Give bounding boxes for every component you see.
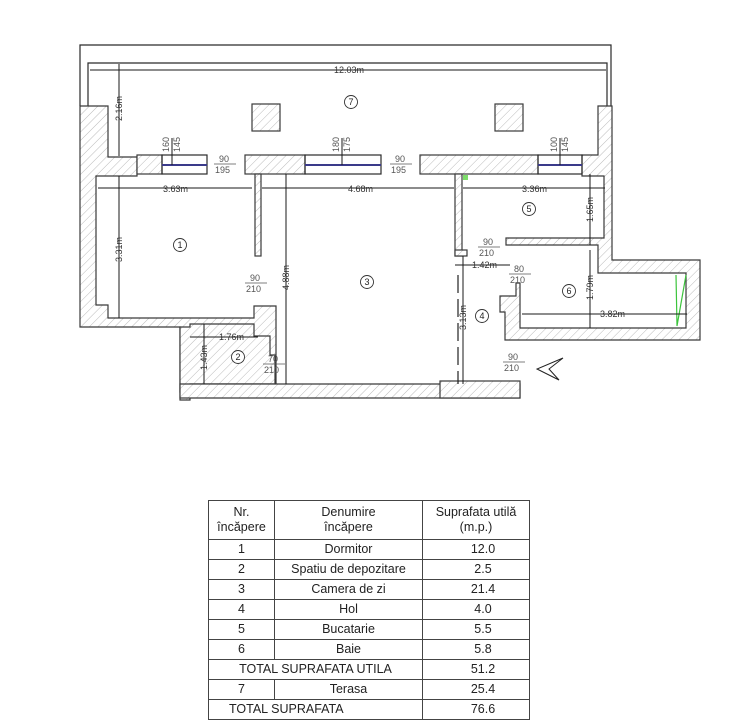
dim-room2-height: 1.43m: [199, 345, 209, 370]
dim-room1-height: 3.31m: [114, 237, 124, 262]
dim-total-width: 12.03m: [334, 65, 364, 75]
svg-text:210: 210: [504, 363, 519, 373]
room-marker-1: 1: [173, 238, 187, 252]
svg-text:210: 210: [264, 365, 279, 375]
wall-right-upper: [499, 105, 701, 341]
svg-text:210: 210: [479, 248, 494, 258]
room-marker-2: 2: [231, 350, 245, 364]
wall-bottom-right: [439, 380, 521, 399]
partition-1-3: [254, 173, 262, 257]
wall-front-c: [419, 154, 539, 175]
dim-room6-height: 1.79m: [585, 275, 595, 300]
door-label-4: 70 210: [263, 354, 285, 375]
svg-text:1: 1: [177, 240, 182, 250]
door-label-6: 80 210: [509, 264, 531, 285]
window-2: [304, 154, 382, 175]
wall-front-b: [244, 154, 306, 175]
floor-plan: 12.03m 2.16m 3.63m 3.31m 4.68m 4.88m 3.3…: [79, 44, 701, 401]
svg-text:90: 90: [483, 237, 493, 247]
dim-terrace-depth: 2.16m: [114, 96, 124, 121]
dim-hall-height: 3.13m: [458, 305, 468, 330]
room-marker-6: 6: [562, 284, 576, 298]
svg-text:195: 195: [215, 165, 230, 175]
svg-text:145: 145: [560, 137, 570, 152]
svg-text:3: 3: [364, 277, 369, 287]
partition-4-hall-stub: [454, 249, 468, 257]
dim-room5-width: 3.36m: [522, 184, 547, 194]
svg-text:7: 7: [348, 97, 353, 107]
svg-text:70: 70: [268, 354, 278, 364]
bath-window: [675, 274, 687, 327]
svg-text:4: 4: [479, 311, 484, 321]
door-label-3: 90 210: [245, 273, 267, 294]
svg-text:175: 175: [342, 137, 352, 152]
marker-green: [463, 175, 468, 180]
dim-room2-width: 1.76m: [219, 332, 244, 342]
window-label-2: 180 175: [331, 137, 352, 165]
svg-text:195: 195: [391, 165, 406, 175]
svg-text:90: 90: [250, 273, 260, 283]
dim-hall-width: 1.42m: [472, 260, 497, 270]
svg-text:210: 210: [246, 284, 261, 294]
svg-text:210: 210: [510, 275, 525, 285]
dim-room3-height: 4.88m: [281, 265, 291, 290]
room-marker-7: 7: [344, 95, 358, 109]
room-marker-4: 4: [475, 309, 489, 323]
svg-text:145: 145: [172, 137, 182, 152]
header-nr: Nr.încăpere: [208, 500, 275, 540]
door-label-1: 90 195: [214, 154, 236, 175]
room-marker-3: 3: [360, 275, 374, 289]
svg-text:5: 5: [526, 204, 531, 214]
room-marker-5: 5: [522, 202, 536, 216]
partition-3-4: [454, 173, 463, 257]
dim-room5-height: 1.65m: [585, 197, 595, 222]
dim-room1-width: 3.63m: [163, 184, 188, 194]
svg-text:100: 100: [549, 137, 559, 152]
entry-arrow-icon: [535, 357, 564, 381]
door-label-2: 90 195: [390, 154, 412, 175]
svg-text:90: 90: [395, 154, 405, 164]
window-label-1: 160 145: [161, 137, 182, 165]
svg-text:90: 90: [219, 154, 229, 164]
terrace-outline: [79, 44, 612, 106]
header-area: Suprafata utilă(m.p.): [422, 500, 530, 540]
window-label-3: 100 145: [549, 137, 570, 165]
svg-text:160: 160: [161, 137, 171, 152]
svg-text:90: 90: [508, 352, 518, 362]
wall-front-a: [136, 154, 163, 175]
door-label-5: 90 210: [478, 237, 500, 258]
column-right: [494, 103, 524, 132]
column-left: [251, 103, 281, 132]
svg-text:6: 6: [566, 286, 571, 296]
dim-room3-width: 4.68m: [348, 184, 373, 194]
dimension-lines: [90, 64, 687, 384]
door-label-7: 90 210: [503, 352, 525, 373]
window-1: [161, 154, 208, 175]
dim-room6-width: 3.82m: [600, 309, 625, 319]
svg-text:80: 80: [514, 264, 524, 274]
svg-text:2: 2: [235, 352, 240, 362]
svg-text:180: 180: [331, 137, 341, 152]
